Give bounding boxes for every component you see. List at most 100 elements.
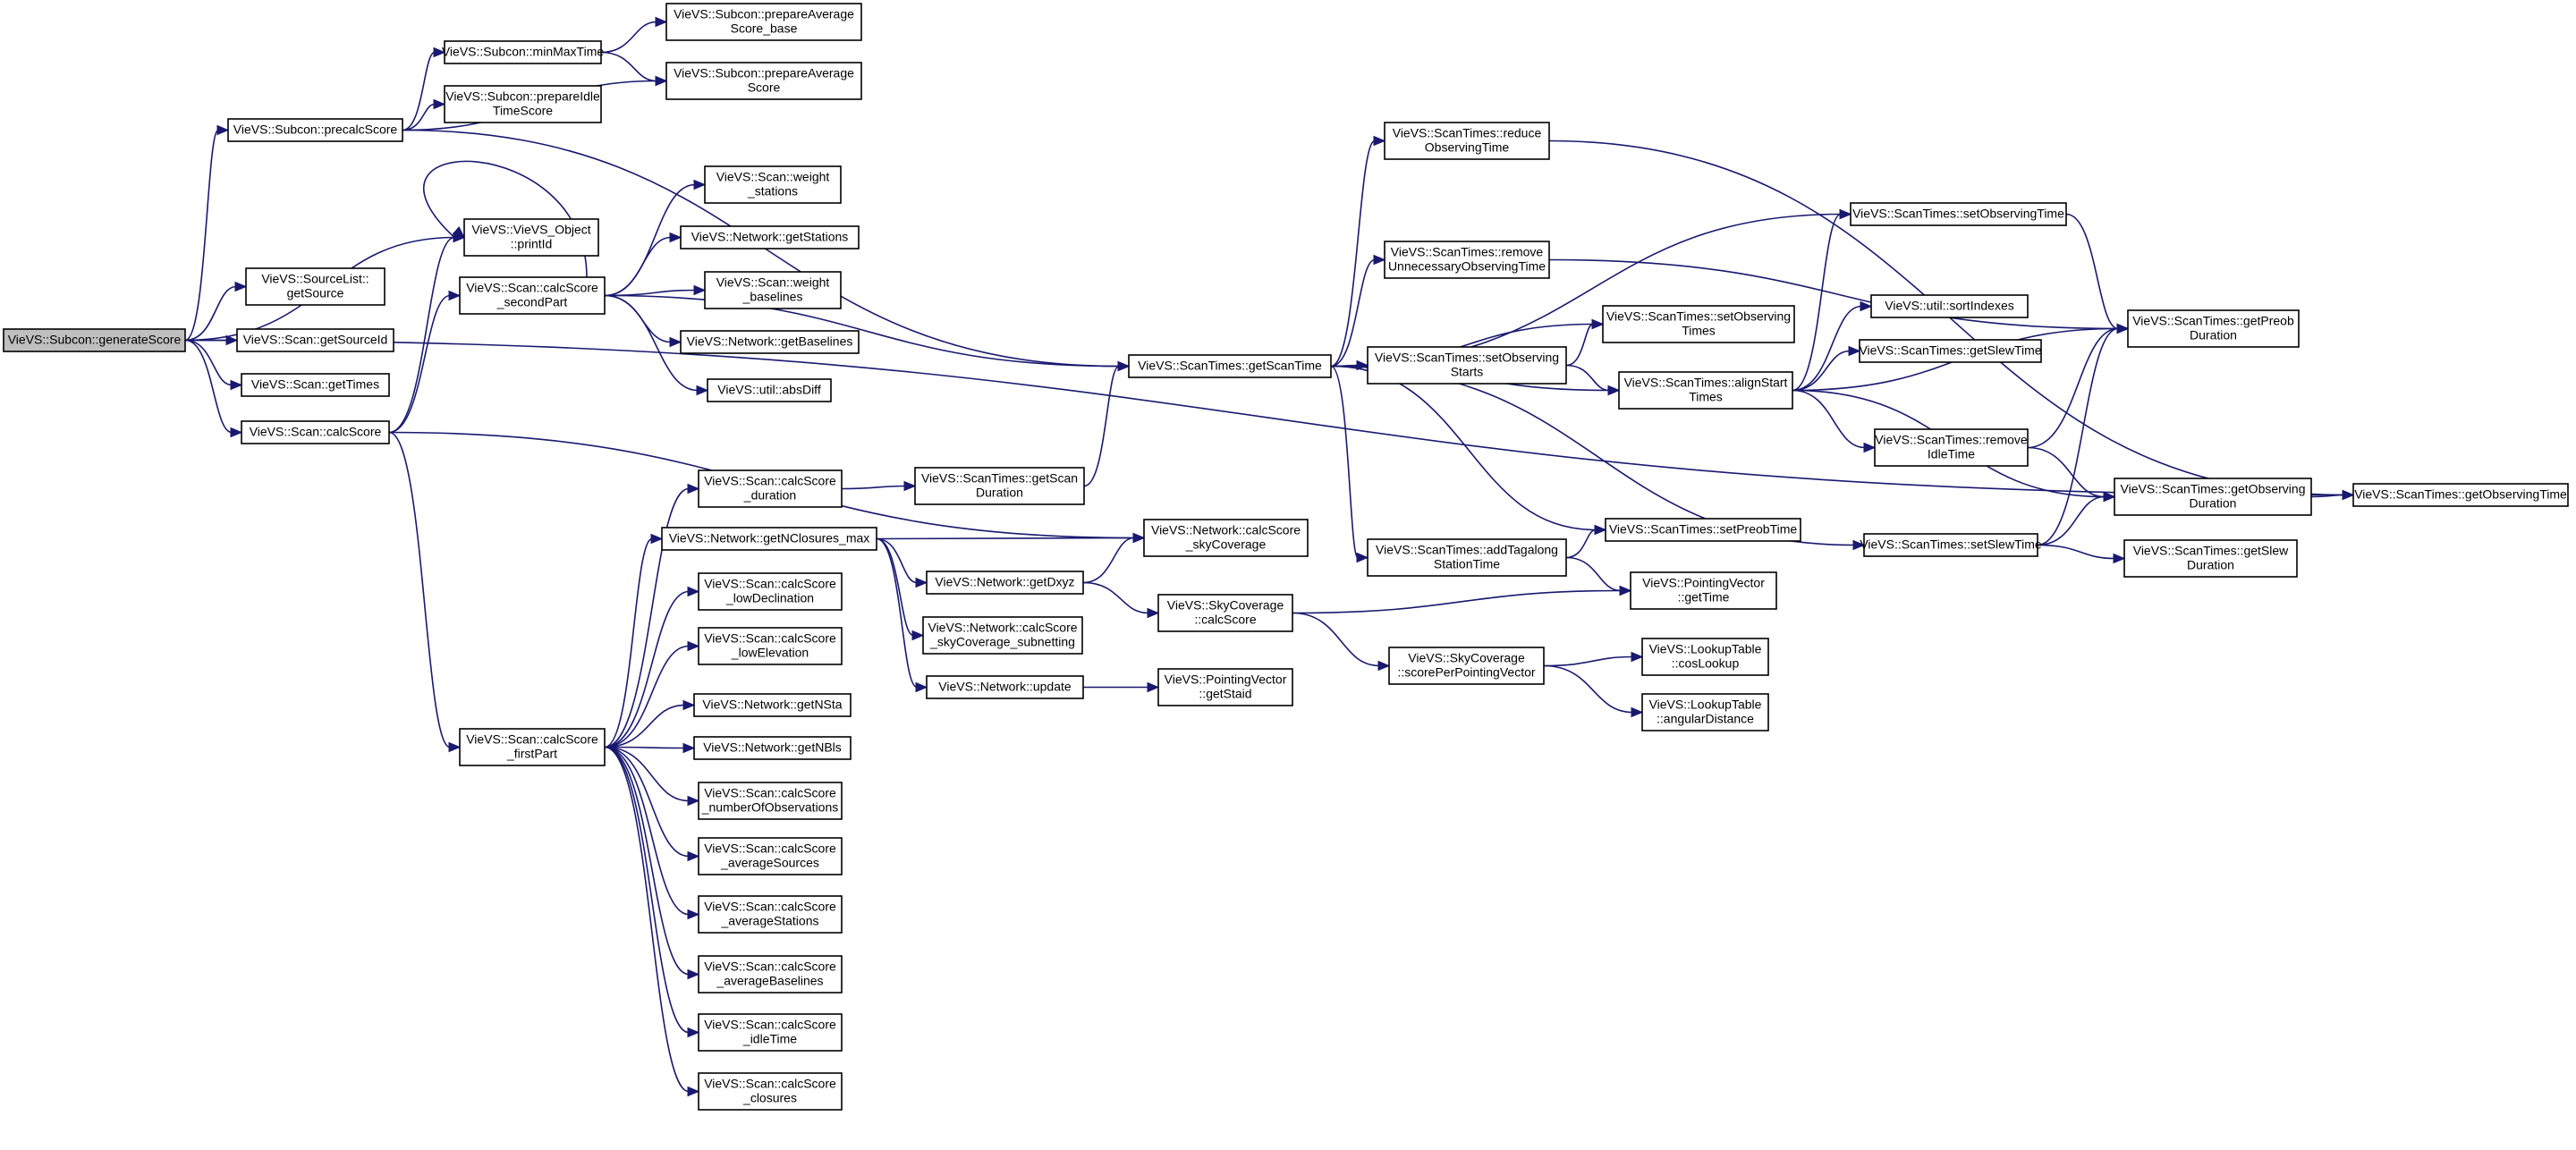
node-label: VieVS::Subcon::prepareAverage	[674, 7, 854, 21]
node-label: VieVS::SourceList::	[261, 272, 369, 286]
function-node[interactable]: VieVS::ScanTimes::setPreobTime	[1605, 518, 1801, 542]
node-label: ::printId	[511, 237, 553, 251]
node-box	[1602, 305, 1795, 343]
node-label: ObservingTime	[1425, 140, 1510, 155]
function-node[interactable]: VieVS::Scan::calcScore_lowDeclination	[698, 572, 843, 611]
call-edge	[2037, 495, 2106, 546]
function-node[interactable]: VieVS::Network::update	[926, 675, 1084, 699]
function-node[interactable]: VieVS::SourceList::getSource	[245, 267, 386, 306]
node-box	[2123, 539, 2298, 578]
function-node[interactable]: VieVS::Scan::calcScore_averageSources	[698, 837, 843, 875]
function-node[interactable]: VieVS::Scan::weight_baselines	[704, 271, 842, 309]
function-node[interactable]: VieVS::ScanTimes::getObservingTime	[2352, 483, 2569, 507]
call-edge	[388, 236, 455, 434]
call-edge	[1565, 556, 1622, 592]
node-label: VieVS::ScanTimes::alignStart	[1624, 376, 1788, 390]
function-node[interactable]: VieVS::Scan::weight_stations	[704, 165, 842, 204]
function-node[interactable]: VieVS::SkyCoverage::calcScore	[1157, 594, 1293, 632]
function-node[interactable]: VieVS::LookupTable::angularDistance	[1641, 693, 1769, 731]
function-node[interactable]: VieVS::ScanTimes::setObservingTime	[1850, 202, 2067, 226]
call-edge	[1330, 140, 1376, 368]
call-edge-arrowhead	[1594, 524, 1607, 536]
node-label: VieVS::Scan::calcScore	[704, 577, 836, 591]
call-edge-arrowhead	[448, 290, 462, 301]
function-node[interactable]: VieVS::Scan::calcScore_averageBaselines	[698, 955, 843, 994]
function-node[interactable]: VieVS::Network::getNClosures_max	[661, 527, 877, 551]
function-node[interactable]: VieVS::Scan::calcScore_lowElevation	[698, 627, 843, 665]
function-node[interactable]: VieVS::util::absDiff	[707, 378, 832, 402]
node-label: TimeScore	[493, 104, 553, 118]
function-node[interactable]: VieVS::Scan::calcScore_secondPart	[459, 276, 606, 315]
node-label: IdleTime	[1928, 447, 1975, 461]
function-node[interactable]: VieVS::LookupTable::cosLookup	[1641, 638, 1769, 676]
function-node[interactable]: VieVS::SkyCoverage::scorePerPointingVect…	[1388, 647, 1545, 685]
function-node[interactable]: VieVS::Scan::getSourceId	[236, 328, 394, 352]
function-node[interactable]: VieVS::Network::getStations	[680, 225, 860, 249]
call-edge	[600, 51, 657, 82]
call-edge-arrowhead	[915, 681, 928, 693]
node-label: VieVS::ScanTimes::remove	[1391, 245, 1544, 259]
node-label: VieVS::ScanTimes::getSlewTime	[1859, 343, 2041, 358]
node-label: _skyCoverage	[1185, 537, 1267, 552]
function-node[interactable]: VieVS::ScanTimes::getScanTime	[1128, 354, 1332, 378]
function-node[interactable]: VieVS::Scan::calcScore_idleTime	[698, 1013, 843, 1052]
function-node[interactable]: VieVS::PointingVector::getTime	[1630, 571, 1777, 610]
node-box	[1367, 346, 1567, 385]
node-label: VieVS::Scan::calcScore	[704, 474, 836, 488]
function-node[interactable]: VieVS::ScanTimes::setSlewTime	[1860, 533, 2042, 557]
call-edge-arrowhead	[650, 533, 664, 545]
node-label: getSource	[287, 286, 344, 300]
call-edge-arrowhead	[1848, 345, 1861, 357]
function-node[interactable]: VieVS::Network::getNBls	[693, 736, 852, 760]
function-node[interactable]: VieVS::Scan::calcScore_averageStations	[698, 895, 843, 934]
node-box	[1367, 538, 1567, 577]
function-node[interactable]: VieVS::Network::getBaselines	[680, 330, 860, 354]
function-node[interactable]: VieVS::Network::getNSta	[693, 693, 852, 717]
function-node[interactable]: VieVS::Scan::calcScore_numberOfObservati…	[698, 782, 843, 820]
node-box	[661, 527, 877, 551]
function-node[interactable]: VieVS::ScanTimes::getSlewTime	[1859, 339, 2042, 363]
call-edge	[600, 21, 657, 54]
node-label: VieVS::util::sortIndexes	[1885, 299, 2013, 313]
call-edge-arrowhead	[1852, 539, 1866, 551]
node-box	[693, 693, 852, 717]
call-edge	[876, 537, 1135, 540]
function-node[interactable]: VieVS::Network::getDxyz	[926, 571, 1084, 595]
node-label: ::cosLookup	[1672, 656, 1740, 671]
call-edge-arrowhead	[1619, 585, 1632, 596]
function-node[interactable]: VieVS::util::sortIndexes	[1870, 294, 2029, 318]
function-node[interactable]: VieVS::Network::calcScore_skyCoverage	[1143, 519, 1309, 557]
node-label: VieVS::ScanTimes::setObservingTime	[1852, 207, 2064, 221]
function-node[interactable]: VieVS::Subcon::generateScore	[3, 328, 186, 352]
function-node[interactable]: VieVS::Scan::calcScore	[241, 420, 390, 444]
root-node-box	[3, 328, 186, 352]
function-node[interactable]: VieVS::PointingVector::getStaid	[1157, 668, 1293, 706]
call-edge-arrowhead	[1377, 660, 1391, 672]
function-node[interactable]: VieVS::Network::calcScore_skyCoverage_su…	[922, 616, 1083, 655]
function-node[interactable]: VieVS::Scan::calcScore_closures	[698, 1072, 843, 1111]
node-label: _averageSources	[720, 856, 819, 870]
function-node[interactable]: VieVS::ScanTimes::removeUnnecessaryObser…	[1384, 241, 1550, 279]
call-edge	[876, 537, 918, 689]
node-label: _stations	[747, 184, 798, 199]
function-node[interactable]: VieVS::Subcon::minMaxTime	[442, 40, 605, 64]
function-node[interactable]: VieVS::Scan::calcScore_firstPart	[459, 728, 606, 766]
function-node[interactable]: VieVS::Subcon::precalcScore	[227, 118, 403, 142]
function-node[interactable]: VieVS::VieVS_Object::printId	[463, 218, 599, 257]
function-node[interactable]: VieVS::Scan::calcScore_duration	[698, 469, 843, 508]
function-node[interactable]: VieVS::Scan::getTimes	[241, 373, 390, 397]
call-edge-arrowhead	[1863, 442, 1877, 453]
